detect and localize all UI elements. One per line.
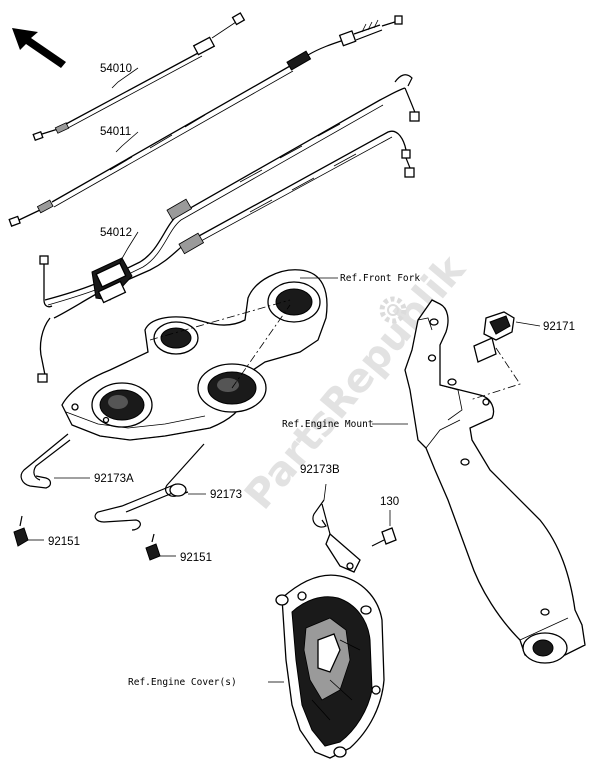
ref-front-fork: Ref.Front Fork: [340, 273, 420, 284]
label-92173a: 92173A: [94, 473, 134, 485]
bolt-130: [371, 510, 397, 547]
label-92171: 92171: [543, 321, 575, 333]
label-54010: 54010: [100, 63, 132, 75]
fork-bore-right: [267, 281, 321, 323]
cable-54012: [37, 74, 420, 383]
clamp-92173b: [312, 483, 361, 573]
fork-bore-left: [91, 382, 153, 428]
cable-54011: [8, 15, 403, 227]
label-130: 130: [380, 496, 399, 508]
bolt-92151-left: [13, 515, 44, 547]
front-direction-arrow-icon: [12, 28, 66, 68]
clip-92171: [483, 311, 541, 341]
label-54011: 54011: [100, 126, 131, 138]
leader-lines: [111, 67, 139, 263]
label-92173: 92173: [210, 489, 242, 501]
label-92173b: 92173B: [300, 464, 340, 476]
label-92151-right: 92151: [180, 552, 212, 564]
clamp-92173: [94, 443, 206, 531]
ref-engine-mount: Ref.Engine Mount: [282, 419, 374, 430]
gear-icon: [379, 296, 407, 324]
bolt-92151-right: [145, 533, 176, 561]
label-54012: 54012: [100, 227, 132, 239]
engine-mount: [372, 299, 586, 664]
label-92151-left: 92151: [48, 536, 80, 548]
reference-labels: Ref.Front Fork Ref.Engine Mount Ref.Engi…: [128, 273, 420, 688]
part-labels: 54010 54011 54012 92171 92173A 92173 921…: [48, 63, 575, 564]
cable-54010: [32, 12, 246, 142]
engine-cover: [268, 574, 385, 759]
upper-bore: [153, 321, 199, 355]
clamp-92173a: [20, 433, 90, 489]
triple-clamp: [61, 269, 338, 441]
ref-engine-cover: Ref.Engine Cover(s): [128, 677, 237, 688]
